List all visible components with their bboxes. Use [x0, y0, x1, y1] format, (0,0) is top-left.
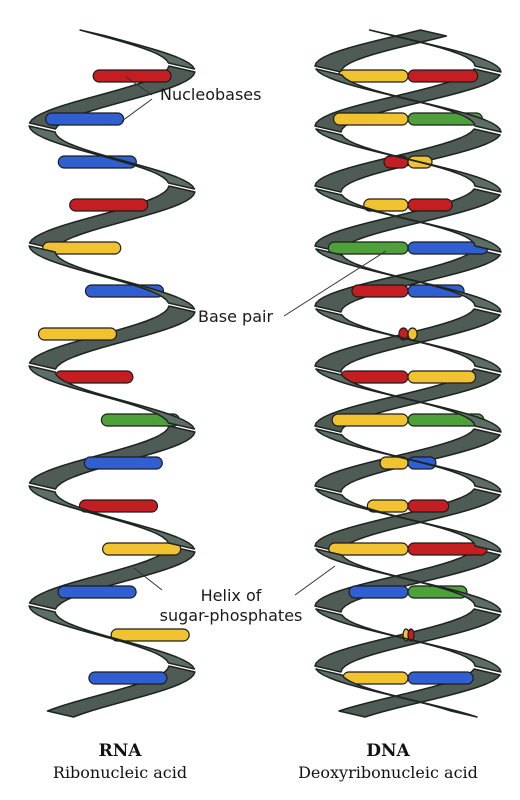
dna-base-yellow	[329, 543, 408, 555]
rna-base-yellow	[111, 629, 189, 641]
rna-base-red	[70, 199, 148, 211]
rna-strand-back-segment	[30, 186, 195, 249]
dna-base-red	[408, 199, 452, 211]
dna-caption-full-name: Deoxyribonucleic acid	[268, 762, 508, 784]
dna-caption-abbr: DNA	[268, 740, 508, 762]
rna-strand-front-segment	[29, 486, 194, 549]
nucleobases-leader-line-2	[122, 99, 152, 121]
helix-label: Helix of sugar-phosphates	[156, 586, 306, 626]
rna-base-blue	[58, 586, 136, 598]
dna-caption: DNA Deoxyribonucleic acid	[268, 740, 508, 784]
rna-strand-front-segment	[29, 246, 194, 309]
rna-base-yellow	[103, 543, 181, 555]
helix-label-line-1: Helix of	[156, 586, 306, 606]
rna-base-red	[93, 70, 171, 82]
dna-helix	[315, 30, 501, 717]
rna-base-blue	[46, 113, 124, 125]
rna-base-red	[55, 371, 133, 383]
dna-base-blue	[349, 586, 408, 598]
rna-caption-abbr: RNA	[0, 740, 240, 762]
dna-base-yellow	[334, 113, 408, 125]
nucleobases-label: Nucleobases	[160, 85, 261, 104]
rna-strand-front-segment	[29, 126, 194, 189]
callout-lines	[122, 77, 386, 595]
dna-base-yellow	[332, 414, 408, 426]
helix-label-line-2: sugar-phosphates	[156, 606, 306, 626]
dna-base-red	[408, 70, 478, 82]
dna-base-yellow	[408, 328, 417, 340]
dna-base-yellow	[408, 371, 476, 383]
rna-caption: RNA Ribonucleic acid	[0, 740, 240, 784]
rna-base-blue	[84, 457, 162, 469]
rna-base-yellow	[38, 328, 116, 340]
dna-strand-b-back-segment	[315, 30, 446, 72]
rna-caption-full-name: Ribonucleic acid	[0, 762, 240, 784]
dna-base-green	[328, 242, 408, 254]
dna-base-red	[408, 500, 449, 512]
rna-strand-front-segment	[80, 30, 194, 69]
rna-base-red	[79, 500, 157, 512]
dna-base-red	[352, 285, 408, 297]
base-pair-label: Base pair	[198, 307, 273, 326]
rna-base-blue	[89, 672, 167, 684]
dna-base-blue	[408, 672, 473, 684]
